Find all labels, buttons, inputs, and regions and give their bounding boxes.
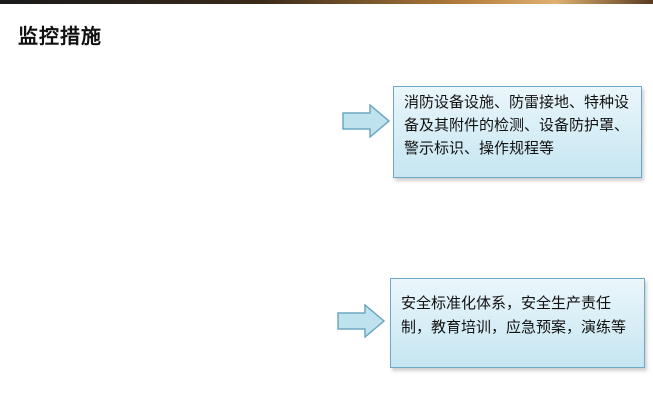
arrow-right-icon <box>342 104 390 138</box>
measure-box-equipment-text: 消防设备设施、防雷接地、特种设备及其附件的检测、设备防护罩、警示标识、操作规程等 <box>404 93 630 157</box>
right-arrow-2 <box>337 304 385 338</box>
right-arrow-1 <box>342 104 390 138</box>
measure-box-management-text: 安全标准化体系，安全生产责任制，教育培训，应急预案，演练等 <box>401 294 627 336</box>
measure-box-equipment: 消防设备设施、防雷接地、特种设备及其附件的检测、设备防护罩、警示标识、操作规程等 <box>393 86 642 178</box>
page-title: 监控措施 <box>18 24 102 48</box>
arrow-right-icon <box>337 304 385 338</box>
measure-box-management: 安全标准化体系，安全生产责任制，教育培训，应急预案，演练等 <box>390 278 645 368</box>
top-decorative-band <box>0 0 653 4</box>
